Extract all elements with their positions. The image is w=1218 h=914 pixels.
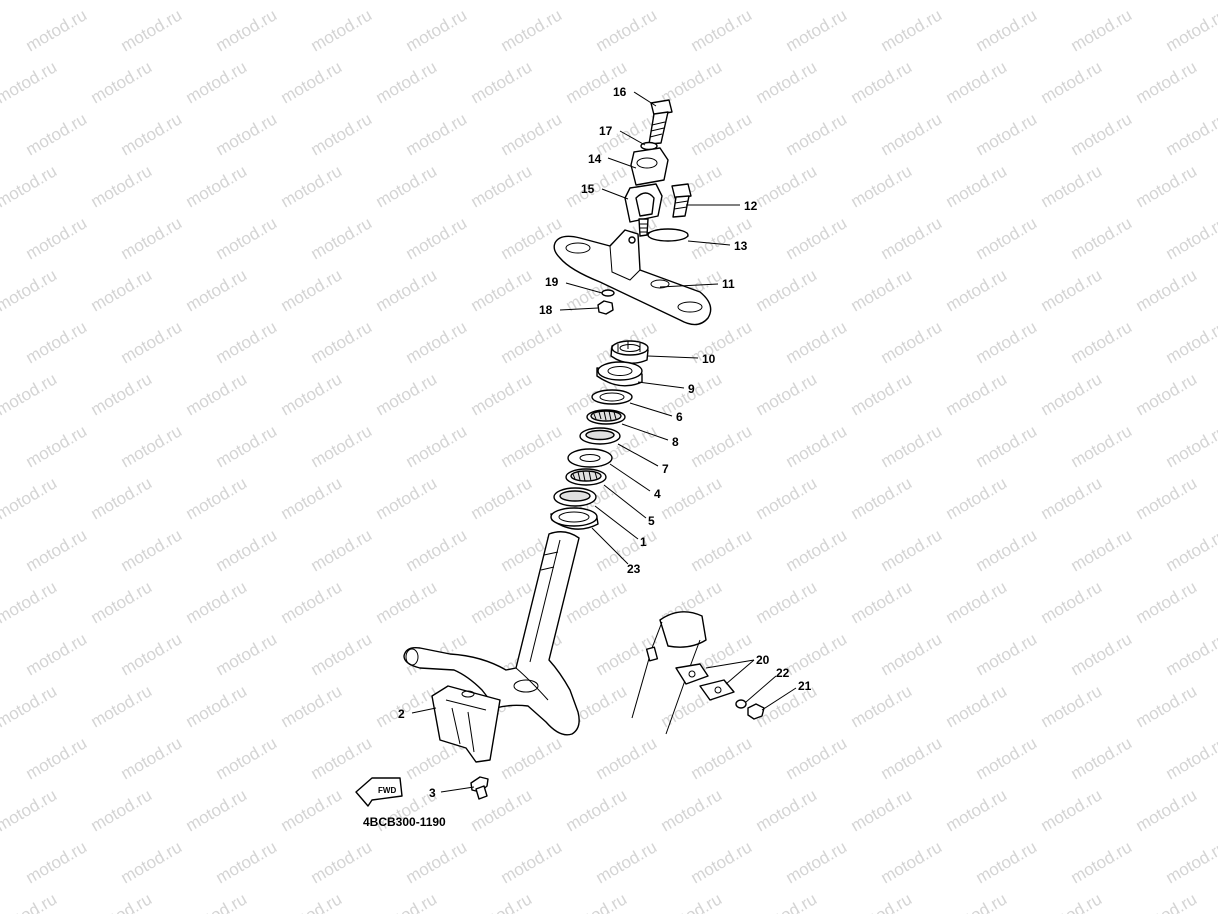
callout-17: 17 (599, 124, 613, 138)
callout-16: 16 (613, 85, 627, 99)
part-8-bearing (586, 409, 626, 425)
leader-lines (411, 91, 797, 793)
callout-14: 14 (588, 152, 602, 166)
fwd-arrow-icon: FWD (355, 777, 403, 807)
part-18-nut (597, 300, 614, 315)
callout-15: 15 (581, 182, 595, 196)
callout-5: 5 (648, 514, 655, 528)
callout-20: 20 (756, 653, 770, 667)
part-4-cover (567, 448, 613, 468)
callout-3: 3 (429, 786, 436, 800)
part-3-bolt (470, 776, 489, 800)
part-23-dust-seal (550, 507, 599, 530)
part-15-lower-holder (624, 183, 663, 237)
inset-fork-tube (631, 611, 707, 735)
callout-12: 12 (744, 199, 758, 213)
callout-4: 4 (654, 487, 661, 501)
steering-stem-under-bracket (403, 531, 580, 736)
callout-23: 23 (627, 562, 641, 576)
part-9-rubber-washer (596, 361, 643, 387)
callout-19: 19 (545, 275, 559, 289)
callout-18: 18 (539, 303, 553, 317)
part-21-bolt (747, 703, 765, 720)
part-22-washer (735, 699, 747, 709)
part-20-cable-holder (675, 663, 735, 701)
callout-9: 9 (688, 382, 695, 396)
fwd-label: FWD (378, 786, 396, 795)
callout-10: 10 (702, 352, 716, 366)
part-7-bearing-race (579, 427, 621, 445)
part-5-bearing (565, 468, 607, 486)
callout-22: 22 (776, 666, 790, 680)
callout-21: 21 (798, 679, 812, 693)
part-13-damper (647, 228, 689, 242)
callout-2: 2 (398, 707, 405, 721)
callout-1: 1 (640, 535, 647, 549)
part-10-ring-nut (610, 340, 649, 364)
part-11-upper-bracket (553, 229, 712, 326)
part-1-bearing-race (553, 487, 597, 507)
callout-6: 6 (676, 410, 683, 424)
part-2-cable-guide (431, 685, 501, 763)
callout-11: 11 (722, 277, 735, 291)
callout-13: 13 (734, 239, 748, 253)
callout-7: 7 (662, 462, 669, 476)
callout-labels: 16 17 14 15 12 13 19 18 11 10 9 6 8 7 4 … (363, 85, 812, 829)
drawing-code: 4BCB300-1190 (363, 815, 446, 829)
part-16-bolt (648, 99, 673, 145)
part-14-upper-holder (630, 147, 669, 186)
part-19-washer (601, 289, 615, 297)
callout-8: 8 (672, 435, 679, 449)
part-12-bolt (671, 183, 692, 218)
part-6-washer (591, 389, 633, 405)
